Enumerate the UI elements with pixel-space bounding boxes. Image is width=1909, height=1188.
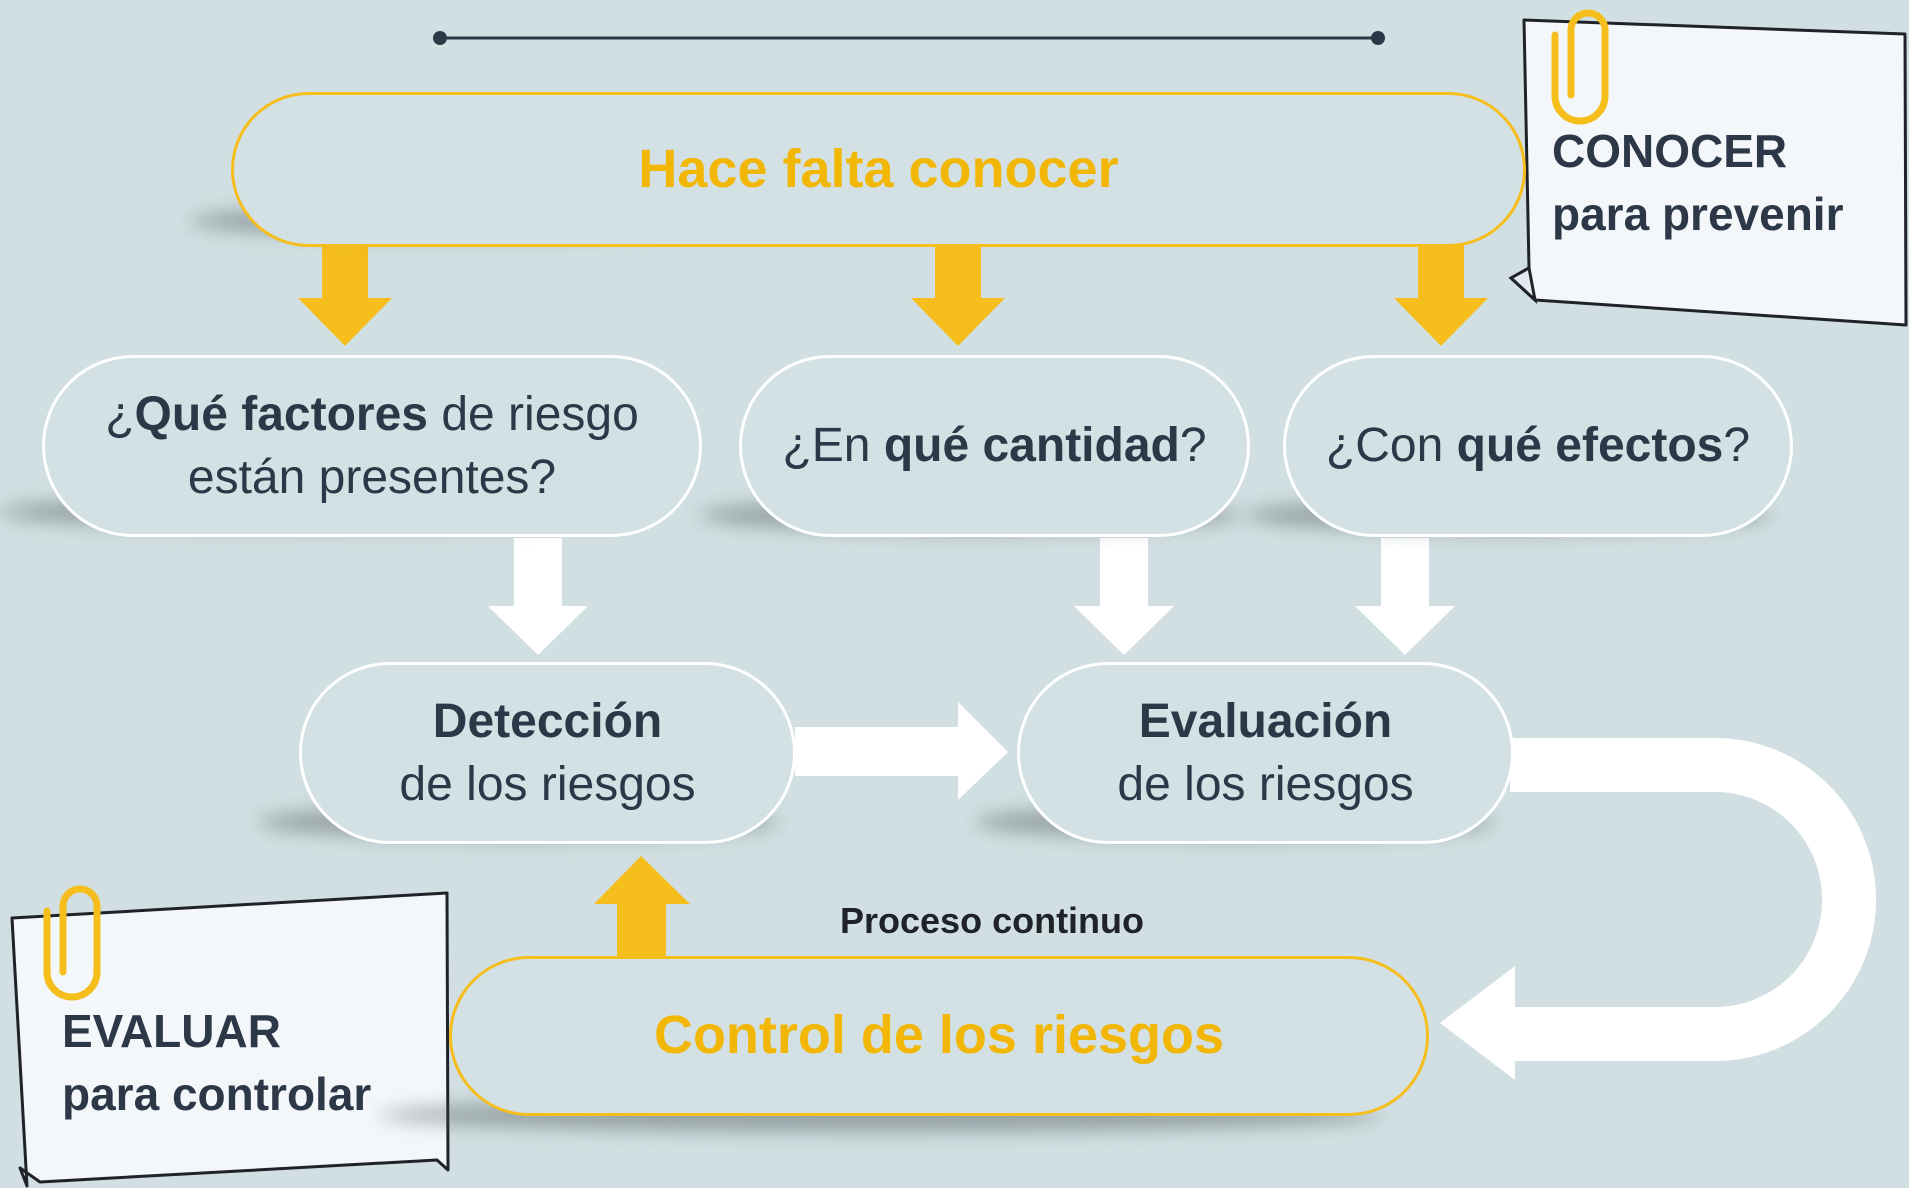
arrow-down-yellow-1 bbox=[298, 245, 392, 346]
paperclip-icon bbox=[43, 885, 101, 1001]
note-top-text: CONOCER para prevenir bbox=[1552, 120, 1843, 247]
note-top bbox=[1508, 18, 1908, 327]
paperclip-icon bbox=[1551, 9, 1609, 125]
note-bottom bbox=[10, 891, 450, 1188]
control-box: Control de los riesgos bbox=[449, 956, 1429, 1116]
title-text: Hace falta conocer bbox=[638, 138, 1119, 199]
question-quantity-text: ¿En qué cantidad? bbox=[782, 419, 1207, 473]
title-box: Hace falta conocer bbox=[231, 92, 1526, 247]
process-label: Proceso continuo bbox=[840, 900, 1145, 941]
evaluation-title: Evaluación bbox=[1138, 694, 1393, 748]
note-top-line1: CONOCER bbox=[1552, 125, 1788, 177]
control-text: Control de los riesgos bbox=[653, 1005, 1225, 1066]
evaluation-box: Evaluación de los riesgos bbox=[1017, 662, 1514, 844]
arrow-down-white-3 bbox=[1355, 538, 1455, 655]
question-factors-line2: están presentes? bbox=[187, 451, 557, 504]
arrow-down-white-1 bbox=[488, 538, 588, 655]
evaluation-subtitle: de los riesgos bbox=[1117, 758, 1414, 811]
note-bottom-text: EVALUAR para controlar bbox=[62, 1000, 371, 1127]
detection-subtitle: de los riesgos bbox=[399, 758, 696, 811]
arrow-up-yellow bbox=[594, 856, 690, 957]
question-effects: ¿Con qué efectos? bbox=[1283, 355, 1793, 537]
arrow-uturn-head bbox=[1440, 966, 1515, 1080]
arrow-down-yellow-3 bbox=[1394, 245, 1488, 346]
question-effects-text: ¿Con qué efectos? bbox=[1325, 419, 1751, 473]
detection-title: Detección bbox=[432, 694, 663, 748]
arrow-down-yellow-2 bbox=[911, 245, 1005, 346]
question-factors: ¿Qué factores de riesgo están presentes? bbox=[42, 355, 702, 537]
arrow-right-white bbox=[795, 702, 1008, 800]
arrow-uturn-white bbox=[1510, 738, 1876, 1061]
note-bottom-line1: EVALUAR bbox=[62, 1005, 281, 1057]
detection-box: Detección de los riesgos bbox=[299, 662, 796, 844]
question-quantity: ¿En qué cantidad? bbox=[739, 355, 1250, 537]
header-rule bbox=[433, 31, 1385, 45]
question-factors-line1: ¿Qué factores de riesgo bbox=[105, 387, 639, 441]
note-top-line2: para prevenir bbox=[1552, 188, 1844, 241]
note-bottom-line2: para controlar bbox=[62, 1068, 372, 1121]
arrow-down-white-2 bbox=[1074, 538, 1174, 655]
